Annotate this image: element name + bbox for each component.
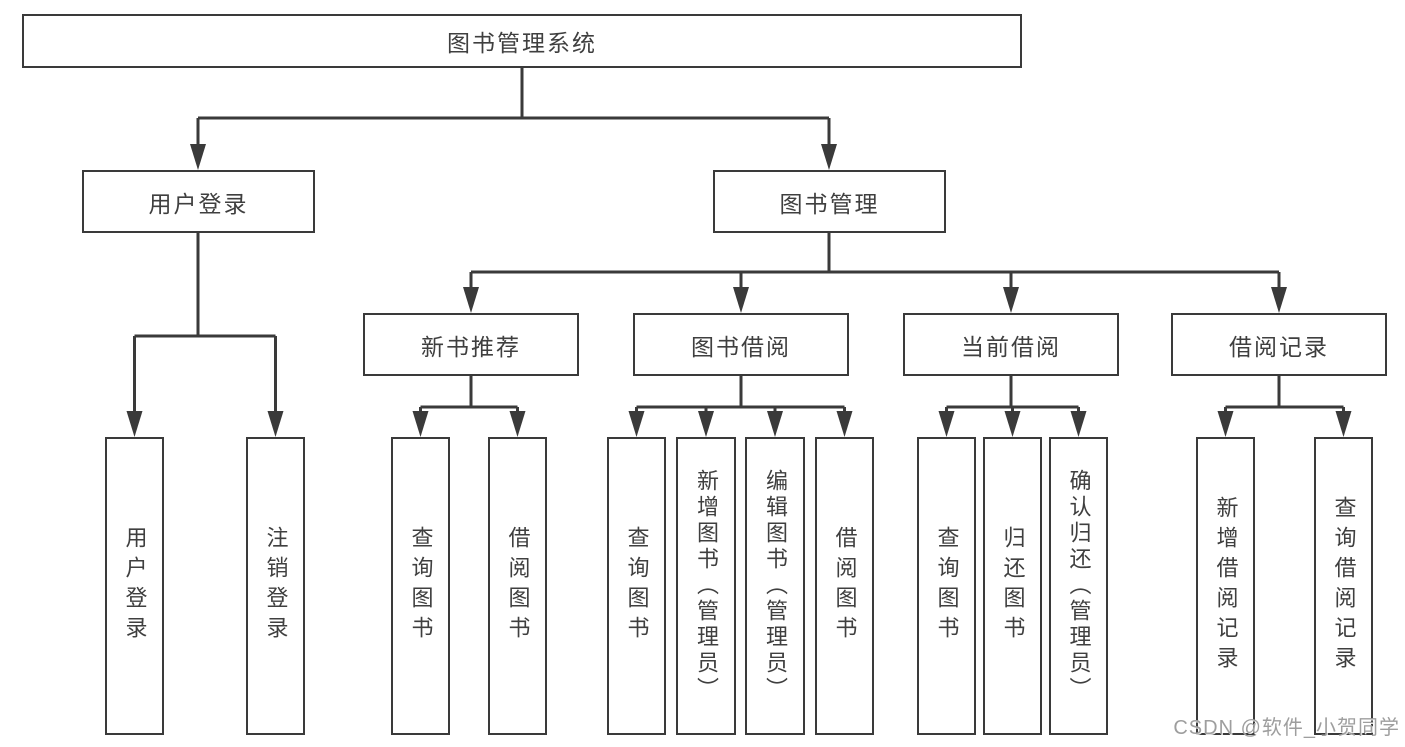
node-leaf-user-login: 用户登录	[105, 437, 164, 735]
node-current-query-books: 查询图书	[917, 437, 976, 735]
arrow-down-icon	[509, 411, 526, 437]
node-current-return-books: 归还图书	[983, 437, 1042, 735]
connector-root-to-level2	[196, 68, 831, 146]
arrow-down-icon	[412, 411, 429, 437]
node-records-add-record: 新增借阅记录	[1196, 437, 1255, 735]
arrow-down-icon	[126, 411, 143, 437]
arrow-down-icon	[733, 287, 749, 313]
node-borrow-query-books: 查询图书	[607, 437, 666, 735]
arrow-down-icon	[1335, 411, 1352, 437]
arrow-down-icon	[938, 411, 955, 437]
connector-user-login-children	[133, 233, 277, 413]
arrow-down-icon	[767, 411, 783, 437]
arrow-down-icon	[1070, 411, 1087, 437]
arrow-down-icon	[1217, 411, 1234, 437]
arrow-down-icon	[836, 411, 853, 437]
arrow-down-icon	[821, 144, 837, 170]
node-leaf-logout-login: 注销登录	[246, 437, 305, 735]
node-user-login: 用户登录	[82, 170, 315, 233]
node-recommend-query-books: 查询图书	[391, 437, 450, 735]
node-records-query-record: 查询借阅记录	[1314, 437, 1373, 735]
node-borrow-borrow-books: 借阅图书	[815, 437, 874, 735]
connector-new-book-recommend-children	[419, 376, 519, 413]
arrow-down-icon	[190, 144, 206, 170]
connector-book-borrow-children	[635, 376, 846, 413]
node-book-management: 图书管理	[713, 170, 946, 233]
node-current-confirm-return-admin: 确认归还（管理员）	[1049, 437, 1108, 735]
node-new-book-recommend: 新书推荐	[363, 313, 579, 376]
arrow-down-icon	[267, 411, 284, 437]
arrow-down-icon	[463, 287, 479, 313]
node-book-borrow: 图书借阅	[633, 313, 849, 376]
arrow-down-icon	[1003, 287, 1019, 313]
node-recommend-borrow-books: 借阅图书	[488, 437, 547, 735]
connector-book-management-children	[469, 233, 1281, 289]
node-root: 图书管理系统	[22, 14, 1022, 68]
node-borrow-add-books-admin: 新增图书（管理员）	[676, 437, 736, 735]
node-borrow-edit-books-admin: 编辑图书（管理员）	[745, 437, 805, 735]
node-current-borrow: 当前借阅	[903, 313, 1119, 376]
connector-current-borrow-children	[945, 376, 1080, 413]
node-borrow-records: 借阅记录	[1171, 313, 1387, 376]
arrow-down-icon	[628, 411, 645, 437]
connector-borrow-records-children	[1224, 376, 1345, 413]
arrow-down-icon	[698, 411, 714, 437]
arrow-down-icon	[1004, 411, 1021, 437]
arrow-down-icon	[1271, 287, 1287, 313]
csdn-watermark: CSDN @软件_小贺同学	[1173, 717, 1400, 739]
